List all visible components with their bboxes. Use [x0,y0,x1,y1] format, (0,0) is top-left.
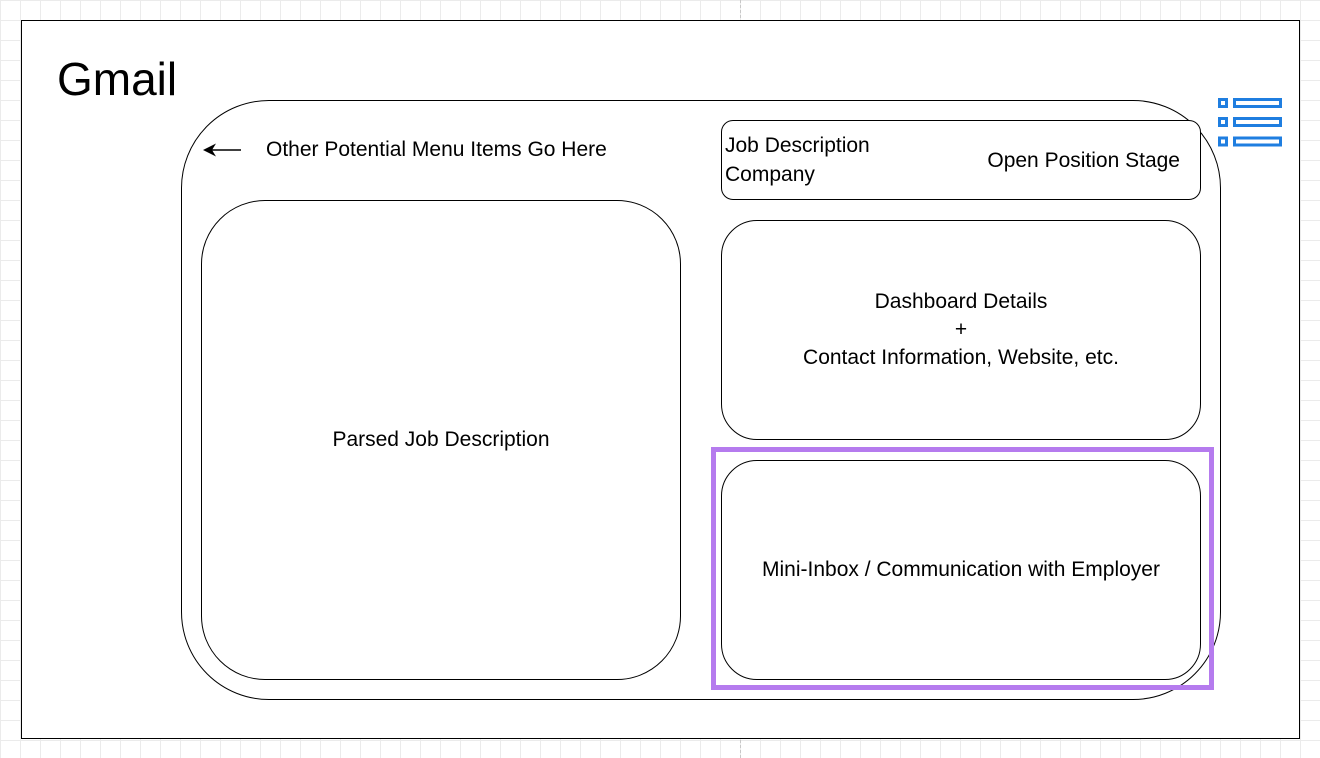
position-stage: Open Position Stage [987,149,1180,172]
arrow-left-icon[interactable] [201,139,245,161]
menu-placeholder-text: Other Potential Menu Items Go Here [266,138,607,161]
company-name: Company [725,163,815,186]
app-title: Gmail [57,53,178,105]
mini-inbox-label: Mini-Inbox / Communication with Employer [762,558,1160,581]
job-description-title: Job Description [725,134,870,157]
list-icon[interactable] [1217,97,1283,149]
contact-information-label: Contact Information, Website, etc. [803,346,1119,369]
job-header-box: Job Description Company Open Position St… [721,120,1201,200]
dashboard-details-panel: Dashboard Details + Contact Information,… [721,220,1201,440]
parsed-job-description-panel: Parsed Job Description [201,200,681,680]
dashboard-details-label: Dashboard Details [874,290,1048,313]
dashboard-plus: + [954,318,968,341]
job-header-titles: Job Description Company [725,131,870,189]
mini-inbox-panel: Mini-Inbox / Communication with Employer [721,460,1201,680]
parsed-job-description-label: Parsed Job Description [332,428,550,451]
